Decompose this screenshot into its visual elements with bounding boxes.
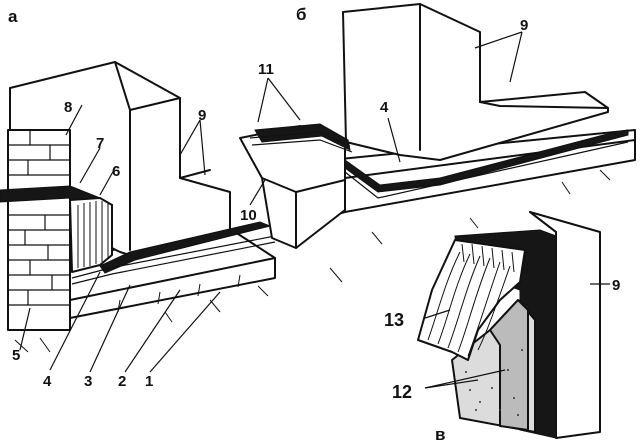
membrane-layers-11 [254,123,351,151]
membrane-under-b [344,129,629,193]
label-9-v: 9 [612,277,620,294]
ground-lines-a [14,285,269,353]
label-7: 7 [96,135,104,152]
label-3: 3 [84,373,92,390]
ground-lines-b [329,169,611,283]
leaders-a [19,104,221,373]
insulation-wedge-a [69,197,113,273]
label-9-b: 9 [520,17,528,34]
leaders-b [249,31,523,206]
label-11: 11 [258,61,274,78]
speckles-v [465,349,523,416]
label-1: 1 [145,373,153,390]
label-5: 5 [12,347,20,364]
label-8: 8 [64,99,72,116]
panel-v-drawing [417,211,610,439]
label-6: 6 [112,163,120,180]
label-4-b: 4 [380,99,389,116]
label-13: 13 [384,310,404,330]
panel-a-drawing [0,61,276,373]
panel-label-b: б [296,5,307,24]
label-4-a: 4 [43,373,52,390]
label-10: 10 [240,207,257,224]
layer-12-inner [489,299,529,431]
brick-wall [7,129,71,331]
label-12: 12 [392,382,412,402]
panel-label-a: а [8,7,18,26]
fringe-v [461,243,515,273]
membrane-flap-13 [417,239,526,361]
label-9-a: 9 [198,107,206,124]
leaders-v [424,283,610,389]
panel-label-v: в [435,425,445,444]
panel-b-drawing [239,3,636,283]
label-2: 2 [118,373,126,390]
